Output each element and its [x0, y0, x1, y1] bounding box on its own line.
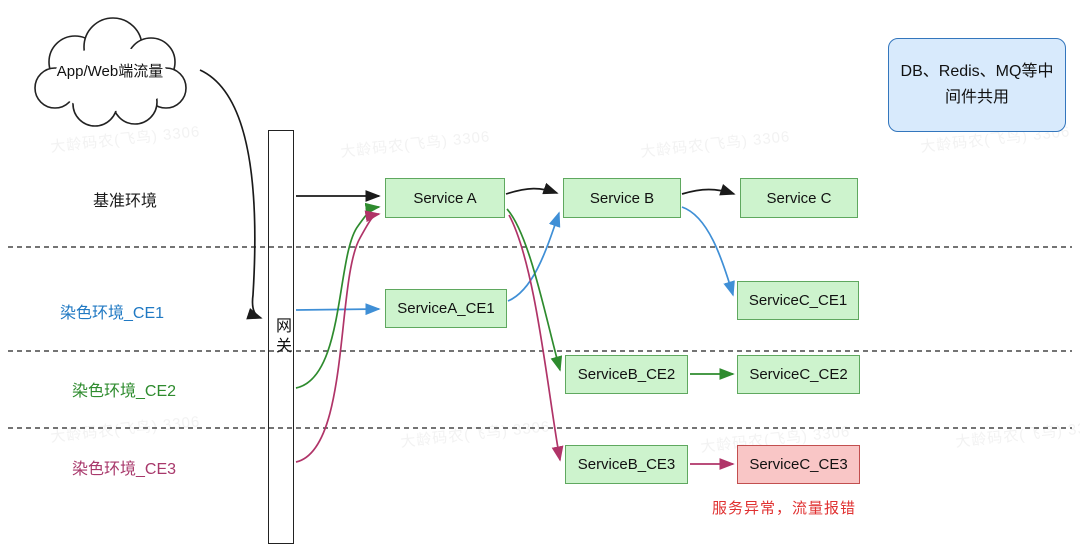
cloud-traffic-label: App/Web端流量	[56, 63, 164, 80]
service-c-ce1-box: ServiceC_CE1	[737, 281, 859, 320]
cloud-icon	[34, 17, 187, 127]
service-b-ce3-box: ServiceB_CE3	[565, 445, 688, 484]
error-note-text: 服务异常，流量报错	[712, 500, 857, 517]
watermark: 大龄码农(飞鸟) 3306	[399, 418, 552, 451]
watermark: 大龄码农(飞鸟) 3306	[954, 418, 1080, 451]
row-label-baseline: 基准环境	[93, 193, 158, 210]
row-label-ce1: 染色环境_CE1	[60, 305, 165, 322]
watermark: 大龄码农(飞鸟) 3306	[49, 123, 202, 156]
watermark: 大龄码农(飞鸟) 3306	[639, 128, 792, 161]
watermark: 大龄码农(飞鸟) 3306	[339, 128, 492, 161]
service-c-ce2-box: ServiceC_CE2	[737, 355, 860, 394]
service-a-ce1-box: ServiceA_CE1	[385, 289, 507, 328]
row-label-ce2: 染色环境_CE2	[72, 383, 177, 400]
service-a-box: Service A	[385, 178, 505, 218]
gateway-label: 网关	[273, 317, 290, 357]
watermark: 大龄码农(飞鸟) 3306	[49, 413, 202, 446]
service-b-ce2-box: ServiceB_CE2	[565, 355, 688, 394]
service-c-box: Service C	[740, 178, 858, 218]
service-b-box: Service B	[563, 178, 681, 218]
service-c-ce3-box-error: ServiceC_CE3	[737, 445, 860, 484]
middleware-note-box: DB、Redis、MQ等中间件共用	[888, 38, 1066, 132]
row-label-ce3: 染色环境_CE3	[72, 461, 177, 478]
gateway-box: 网关	[268, 130, 294, 544]
